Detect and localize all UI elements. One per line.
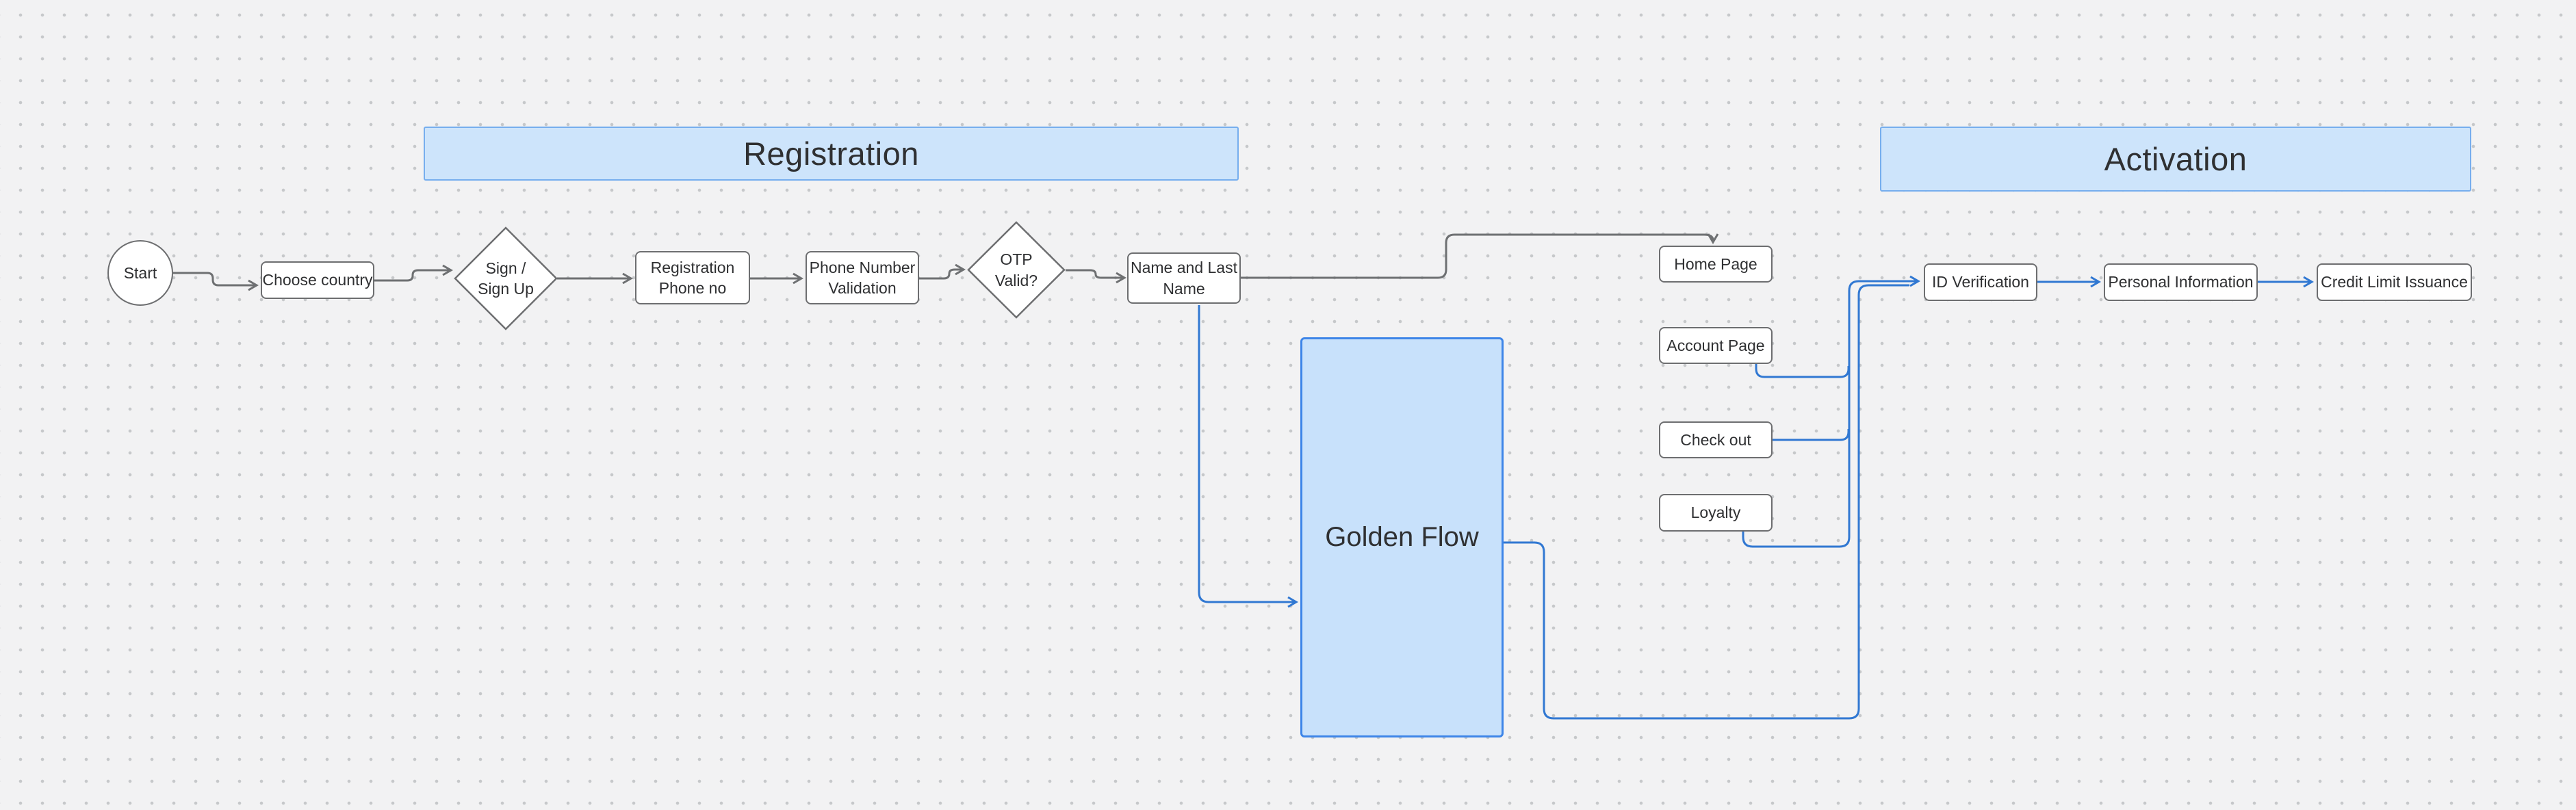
credit-limit-issuance-label: Credit Limit Issuance bbox=[2321, 273, 2468, 291]
otp-valid-decision-node[interactable]: OTP Valid? bbox=[967, 221, 1066, 319]
edge-loyalty-spine-to-id-verification[interactable] bbox=[1742, 275, 1920, 548]
personal-information-node[interactable]: Personal Information bbox=[2104, 263, 2258, 301]
edge-validation-to-otp[interactable] bbox=[919, 263, 966, 280]
id-verification-node[interactable]: ID Verification bbox=[1924, 263, 2037, 301]
otp-valid-label: OTP Valid? bbox=[994, 250, 1038, 289]
edge-name-to-golden-flow[interactable] bbox=[1198, 305, 1298, 608]
name-and-last-name-node[interactable]: Name and Last Name bbox=[1127, 252, 1241, 304]
personal-information-label: Personal Information bbox=[2108, 273, 2254, 291]
account-page-label: Account Page bbox=[1666, 336, 1765, 354]
registration-section-banner[interactable]: Registration bbox=[424, 127, 1239, 181]
edge-choose-country-to-sign-up[interactable] bbox=[374, 264, 453, 282]
golden-flow-container[interactable]: Golden Flow bbox=[1300, 337, 1504, 737]
registration-phone-node[interactable]: Registration Phone no bbox=[635, 251, 750, 304]
edge-check-out-join[interactable] bbox=[1773, 429, 1850, 441]
phone-number-validation-node[interactable]: Phone Number Validation bbox=[806, 251, 919, 304]
start-node-label: Start bbox=[123, 263, 157, 282]
activation-section-title: Activation bbox=[2104, 141, 2247, 177]
golden-flow-label: Golden Flow bbox=[1325, 522, 1479, 552]
loyalty-label: Loyalty bbox=[1690, 504, 1741, 522]
registration-phone-label: Registration Phone no bbox=[650, 258, 735, 297]
home-page-label: Home Page bbox=[1674, 254, 1757, 273]
edge-name-to-home-page[interactable] bbox=[1241, 233, 1719, 279]
check-out-label: Check out bbox=[1680, 430, 1751, 449]
name-and-last-name-label: Name and Last Name bbox=[1131, 259, 1237, 298]
account-page-node[interactable]: Account Page bbox=[1659, 327, 1773, 364]
activation-section-banner[interactable]: Activation bbox=[1880, 127, 2471, 192]
choose-country-node[interactable]: Choose country bbox=[261, 261, 374, 299]
choose-country-label: Choose country bbox=[262, 271, 373, 289]
start-node[interactable]: Start bbox=[107, 240, 173, 306]
loyalty-node[interactable]: Loyalty bbox=[1659, 494, 1773, 532]
edge-start-to-choose-country[interactable] bbox=[173, 272, 259, 291]
edge-account-page-join[interactable] bbox=[1755, 364, 1850, 378]
registration-section-title: Registration bbox=[743, 135, 919, 172]
phone-number-validation-label: Phone Number Validation bbox=[809, 258, 916, 297]
check-out-node[interactable]: Check out bbox=[1659, 421, 1773, 458]
sign-sign-up-label: Sign / Sign Up bbox=[478, 259, 534, 298]
home-page-node[interactable]: Home Page bbox=[1659, 246, 1773, 283]
id-verification-label: ID Verification bbox=[1932, 273, 2029, 291]
edge-golden-flow-loop-to-id-verification[interactable] bbox=[1504, 284, 1909, 720]
diamond-shape bbox=[967, 221, 1066, 319]
sign-sign-up-decision-node[interactable]: Sign / Sign Up bbox=[454, 226, 558, 330]
edge-otp-to-name[interactable] bbox=[1066, 269, 1126, 284]
credit-limit-issuance-node[interactable]: Credit Limit Issuance bbox=[2317, 263, 2472, 301]
diamond-shape bbox=[454, 226, 558, 330]
